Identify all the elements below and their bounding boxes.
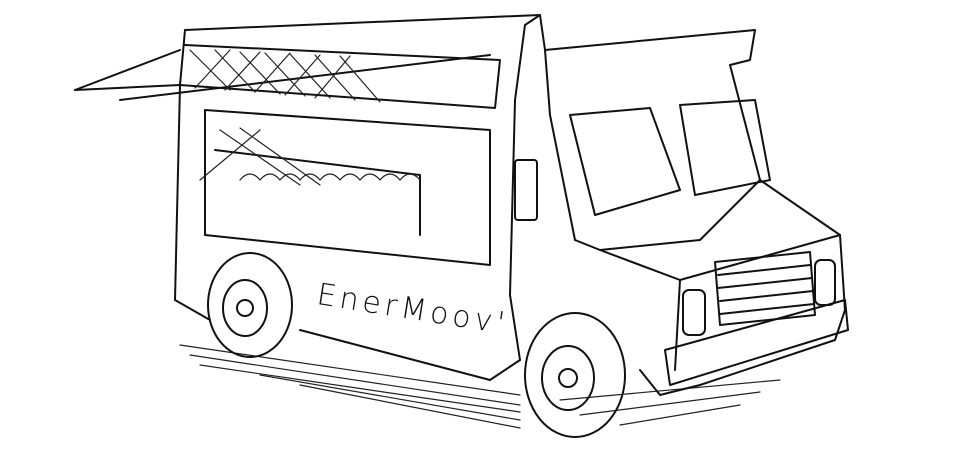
ground-shadow	[179, 344, 781, 429]
front-wheel	[524, 312, 626, 438]
serving-trays	[199, 127, 421, 186]
truck-body	[74, 14, 849, 396]
rear-wheel	[207, 252, 293, 358]
awning-hatching	[189, 49, 381, 103]
